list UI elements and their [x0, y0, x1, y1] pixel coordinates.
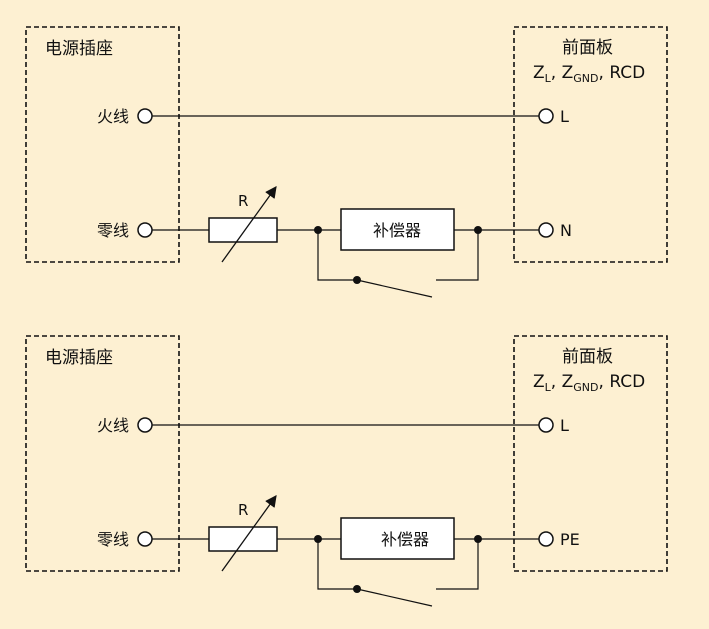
circuit-panel-2: 电源插座 前面板 ZL, ZGND, RCD 火线 L 零线 R 补偿器 PE [25, 335, 668, 607]
bypass-wire-right [436, 539, 479, 590]
pe-terminal-panel [538, 531, 554, 547]
front-panel-measurements: ZL, ZGND, RCD [533, 372, 645, 394]
bypass-wire-right [436, 230, 479, 281]
compensator-label: 补偿器 [381, 530, 429, 549]
front-panel-box [513, 26, 668, 263]
terminal-l-label: L [560, 107, 569, 126]
resistor-label: R [238, 192, 248, 210]
neutral-terminal-socket [137, 531, 153, 547]
compensator-box [340, 517, 455, 560]
variable-resistor [208, 217, 278, 243]
front-panel-label: 前面板 [562, 38, 613, 58]
variable-resistor [208, 526, 278, 552]
power-socket-box [25, 335, 180, 572]
front-panel-box [513, 335, 668, 572]
resistor-label: R [238, 501, 248, 519]
bypass-switch-blade [356, 588, 433, 607]
neutral-terminal-panel [538, 222, 554, 238]
variable-resistor-arrow [221, 495, 277, 572]
live-wire-label: 火线 [97, 416, 129, 435]
power-socket-box [25, 26, 180, 263]
live-wire-label: 火线 [97, 107, 129, 126]
compensator-label: 补偿器 [373, 221, 421, 240]
power-socket-label: 电源插座 [45, 348, 113, 368]
variable-resistor-arrow [221, 186, 277, 263]
neutral-wire-label: 零线 [97, 530, 129, 549]
terminal-l-label: L [560, 416, 569, 435]
bypass-wire-left [317, 539, 357, 590]
power-socket-label: 电源插座 [45, 39, 113, 59]
live-terminal-panel [538, 417, 554, 433]
live-terminal-panel [538, 108, 554, 124]
front-panel-label: 前面板 [562, 347, 613, 367]
terminal-n-label: N [560, 221, 572, 240]
live-terminal-socket [137, 417, 153, 433]
neutral-terminal-socket [137, 222, 153, 238]
compensator-box [340, 208, 455, 251]
circuit-panel-1: 电源插座 前面板 ZL, ZGND, RCD 火线 L 零线 R 补偿器 N [25, 26, 668, 298]
bypass-switch-blade [356, 279, 433, 298]
bypass-wire-left [317, 230, 357, 281]
live-terminal-socket [137, 108, 153, 124]
neutral-wire-label: 零线 [97, 221, 129, 240]
terminal-pe-label: PE [560, 530, 580, 549]
front-panel-measurements: ZL, ZGND, RCD [533, 63, 645, 85]
